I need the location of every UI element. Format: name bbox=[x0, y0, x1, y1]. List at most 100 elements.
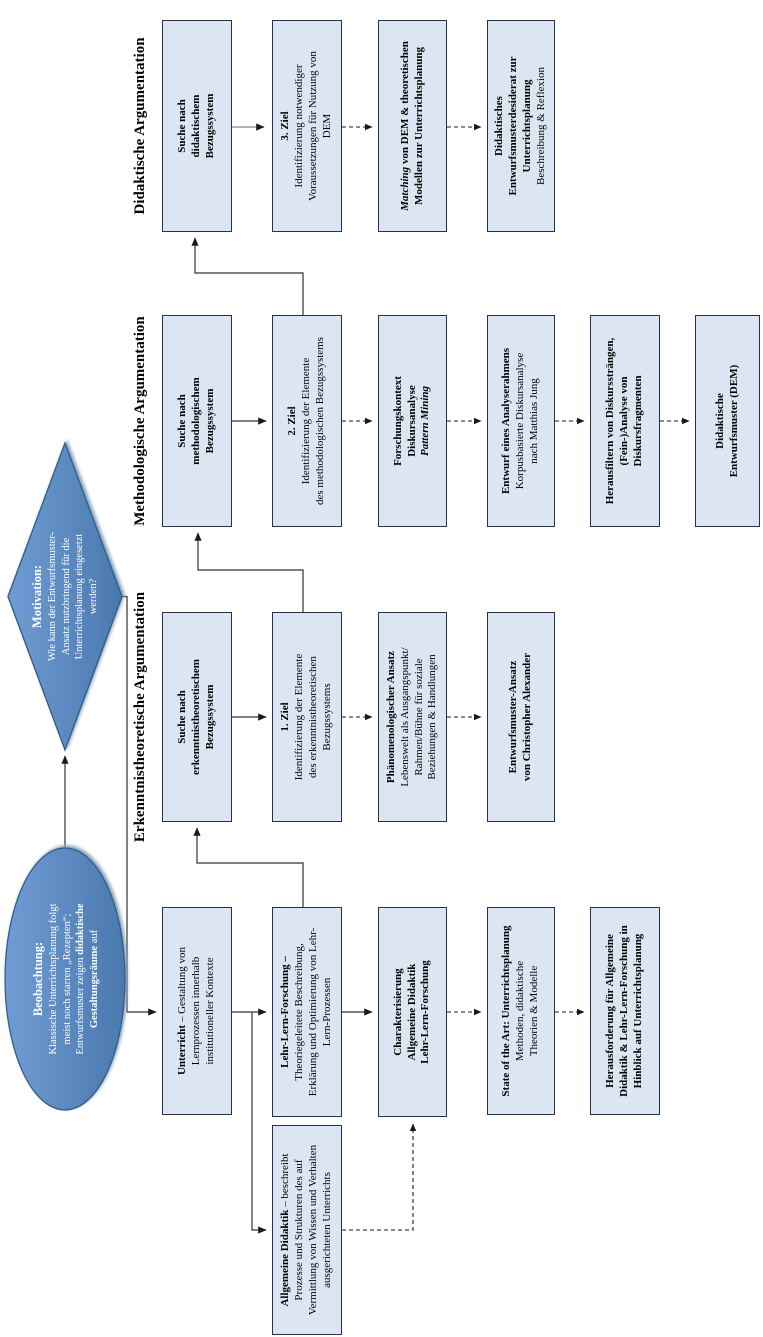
node-text-line: Diskursanalyse bbox=[405, 385, 418, 457]
node-text-line: Charakterisierung bbox=[391, 968, 404, 1056]
node-text-line: institutioneller Kontexte bbox=[203, 957, 216, 1065]
header-erkenntnistheoretische-argumentation: Erkenntnistheoretische Argumentation bbox=[132, 591, 148, 843]
node-text-line: DEM bbox=[320, 113, 333, 139]
node-text-line: Bezugssystem bbox=[203, 684, 216, 750]
connector-motivation-unterricht bbox=[122, 595, 157, 1016]
node-text-line: Beziehungen & Handlungen bbox=[426, 654, 439, 780]
node-text-line: Lehr-Lern-Forschung bbox=[419, 960, 432, 1064]
node-text-line: Hinblick auf Unterrichtsplanung bbox=[631, 933, 644, 1089]
node-text-line: (Fein-)Analyse von bbox=[618, 376, 631, 466]
node-text-line: erkenntnistheoretischem bbox=[190, 659, 203, 775]
node-text-line: Bezugssystem bbox=[203, 93, 216, 159]
node-text-line: Lernprozessen innerhalb bbox=[190, 956, 203, 1066]
node-text-line: Identifizierung der Elemente bbox=[293, 653, 306, 781]
node-text-line: Beschreibung & Reflexion bbox=[534, 67, 547, 185]
node-text-line: Forschungskontext bbox=[391, 376, 404, 466]
node-text-line: Identifizierung der Elemente bbox=[300, 357, 313, 485]
node-text-line: 1. Ziel bbox=[279, 702, 292, 732]
motivation-label: Motivation:Wie kann der Entwurfsmuster-A… bbox=[24, 484, 106, 709]
node-herausfiltern: Herausfiltern von Diskurssträngen,(Fein-… bbox=[590, 315, 660, 527]
node-text-line: Didaktisches bbox=[493, 96, 506, 156]
node-text-line: Didaktik & Lehr-Lern-Forschung in bbox=[618, 925, 631, 1097]
node-text-line: Diskursfragmenten bbox=[631, 375, 644, 467]
node-text-line: Theorien & Modelle bbox=[527, 965, 540, 1057]
node-text-line: Suche nach bbox=[176, 394, 189, 448]
node-text-line: 3. Ziel bbox=[279, 111, 292, 141]
node-text-line: didaktischem bbox=[190, 94, 203, 158]
connector-ziel1-suche-methodologisch bbox=[194, 532, 304, 612]
connector-branch-allgemeine-didaktik bbox=[251, 1012, 267, 1234]
node-text-line: werden? bbox=[87, 578, 99, 615]
node-text-line: Motivation: bbox=[30, 564, 45, 629]
dashed-connectors bbox=[342, 123, 690, 1231]
node-text-line: Methoden, didaktische bbox=[514, 960, 527, 1062]
node-text-line: Ansatz nutzbringend für die bbox=[60, 537, 72, 656]
node-text-line: Voraussetzungen für Nutzung von bbox=[307, 51, 319, 201]
node-text-line: Rahmen/Bühne für soziale bbox=[412, 658, 425, 776]
node-text-line: Phänomenologischer Ansatz bbox=[384, 650, 397, 784]
beobachtung-ellipse bbox=[4, 847, 126, 1111]
node-text-line: Unterrichtsplanung bbox=[521, 79, 533, 173]
solid-connectors bbox=[61, 123, 373, 1234]
connector-llf-suche-erkenntnis bbox=[193, 827, 304, 907]
node-text-line: Lebenswelt als Ausgangspunkt/ bbox=[398, 647, 411, 787]
connector-ziel2-suche-didaktisch bbox=[191, 237, 304, 315]
node-text-line: Pattern Mining bbox=[419, 386, 432, 456]
node-text-line: Entwurfsmuster (DEM) bbox=[727, 364, 740, 478]
header-didaktische-argumentation: Didaktische Argumentation bbox=[132, 37, 148, 215]
beobachtung-label: Beobachtung:Klassische Unterrichtsplanun… bbox=[20, 861, 112, 1097]
node-text-line: Unterricht – Gestaltung von bbox=[176, 947, 189, 1076]
node-text-line: Suche nach bbox=[176, 690, 189, 744]
node-text-line: Korpusbasierte Diskursanalyse bbox=[514, 352, 527, 490]
node-text-line: ausgerichteten Unterrichts bbox=[320, 1172, 333, 1288]
node-text-line: Didaktische bbox=[713, 393, 726, 449]
connector-allgdidaktik-charakterisierung bbox=[342, 1123, 417, 1231]
header-methodologische-argumentation: Methodologische Argumentation bbox=[132, 316, 148, 526]
node-text-line: Gestaltungsräume auf bbox=[88, 929, 100, 1029]
node-text-line: methodologischem bbox=[190, 377, 203, 465]
node-text-line: Matching von DEM & theoretischen bbox=[398, 41, 411, 211]
node-text-line: Bezugssystem bbox=[203, 388, 216, 454]
node-text-line: Lehr-Lern-Forschung – bbox=[279, 956, 292, 1068]
node-text-line: nach Matthias Jung bbox=[527, 378, 540, 464]
node-text-line: Allgemeine Didaktik bbox=[405, 963, 418, 1061]
node-text-line: Modellen zur Unterrichtsplanung bbox=[412, 46, 425, 206]
node-text-line: Allgemeine Didaktik – beschreibt bbox=[279, 1153, 292, 1307]
node-text-line: von Christopher Alexander bbox=[521, 652, 533, 782]
node-text-line: des erkenntnistheoretischen bbox=[307, 656, 319, 778]
node-text-line: 2. Ziel bbox=[286, 406, 299, 436]
node-text-line: Suche nach bbox=[176, 99, 189, 153]
node-text-line: Klassische Unterrichtsplanung folgt bbox=[48, 903, 60, 1055]
node-text-line: meist noch starren „Rezepten“; bbox=[61, 913, 73, 1045]
node-text-line: Unterrichtsplanung eingesetzt bbox=[74, 533, 86, 660]
node-text-line: Prozesse und Strukturen des auf bbox=[293, 1159, 306, 1301]
motivation-diamond bbox=[7, 441, 123, 752]
node-text-line: Bezugssystems bbox=[320, 683, 333, 751]
node-text-line: Theoriegeleitete Beschreibung, bbox=[293, 943, 306, 1081]
node-text-line: Entwurfsmuster zeigen didaktische bbox=[75, 903, 87, 1055]
node-text-line: Herausfiltern von Diskurssträngen, bbox=[604, 337, 617, 505]
node-text-line: Entwurfsmuster-Ansatz bbox=[507, 660, 520, 774]
node-text-line: Erklärung und Optimierung von Lehr- bbox=[307, 927, 319, 1097]
